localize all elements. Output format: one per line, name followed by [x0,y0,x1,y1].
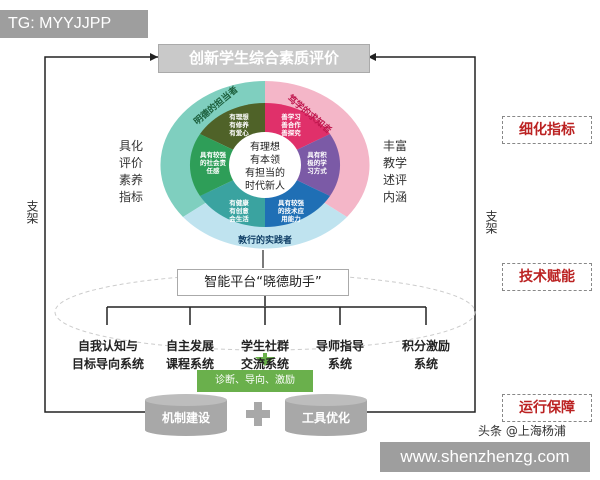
center-text: 时代新人 [245,179,285,192]
segment-label: 具有积极的学习方式 [307,150,327,175]
system-item: 自我认知与 目标导向系统 [71,339,144,371]
right-support-label: 支架 [484,210,498,234]
left-note: 具化评价素养指标 [118,139,143,204]
system-item: 导师指导 系统 [315,339,364,371]
segment-label: 具有较强的社会责任感 [200,150,227,175]
label-operation-support: 运行保障 [502,394,592,422]
center-text: 有担当的 [245,166,285,179]
platform-box: 智能平台“晓德助手” [177,269,349,296]
segment-label: 有健康有创意会生活 [229,198,249,223]
watermark: TG: MYYJJPP [0,10,148,38]
diagnosis-box: 诊断、导向、激励 [197,370,313,392]
left-support-label: 支架 [25,200,39,224]
cylinder-right [285,394,367,436]
credit-text: 头条 @上海杨浦 [478,424,566,438]
system-item: 自主发展 课程系统 [165,339,214,371]
quality-wheel: 明德的担当者 笃学的求知者 敦行的实践者 有理想有修养有爱心 善学习善合作善探究… [160,81,370,249]
cylinder-left [145,394,227,436]
segment-label: 善学习善合作善探究 [281,112,301,137]
down-arrow-icon [255,353,275,366]
label-refine-indicators: 细化指标 [502,116,592,144]
segment-label: 具有较强的技术应用能力 [278,198,305,223]
system-item: 积分激励 系统 [401,339,450,371]
segment-label: 有理想有修养有爱心 [229,112,249,137]
center-text: 有本领 [250,153,280,166]
ring-bottom-label: 敦行的实践者 [238,234,292,246]
center-text: 有理想 [250,140,280,153]
page-title: 创新学生综合素质评价 [158,44,370,73]
plus-icon [246,402,270,426]
right-note: 丰富教学述评内涵 [382,139,407,204]
cylinder-label: 机制建设 [161,411,210,425]
label-tech-empower: 技术赋能 [502,263,592,291]
url-watermark: www.shenzhenzg.com [380,442,590,472]
cylinder-label: 工具优化 [301,411,350,425]
system-item: 学生社群 交流系统 [240,339,289,371]
